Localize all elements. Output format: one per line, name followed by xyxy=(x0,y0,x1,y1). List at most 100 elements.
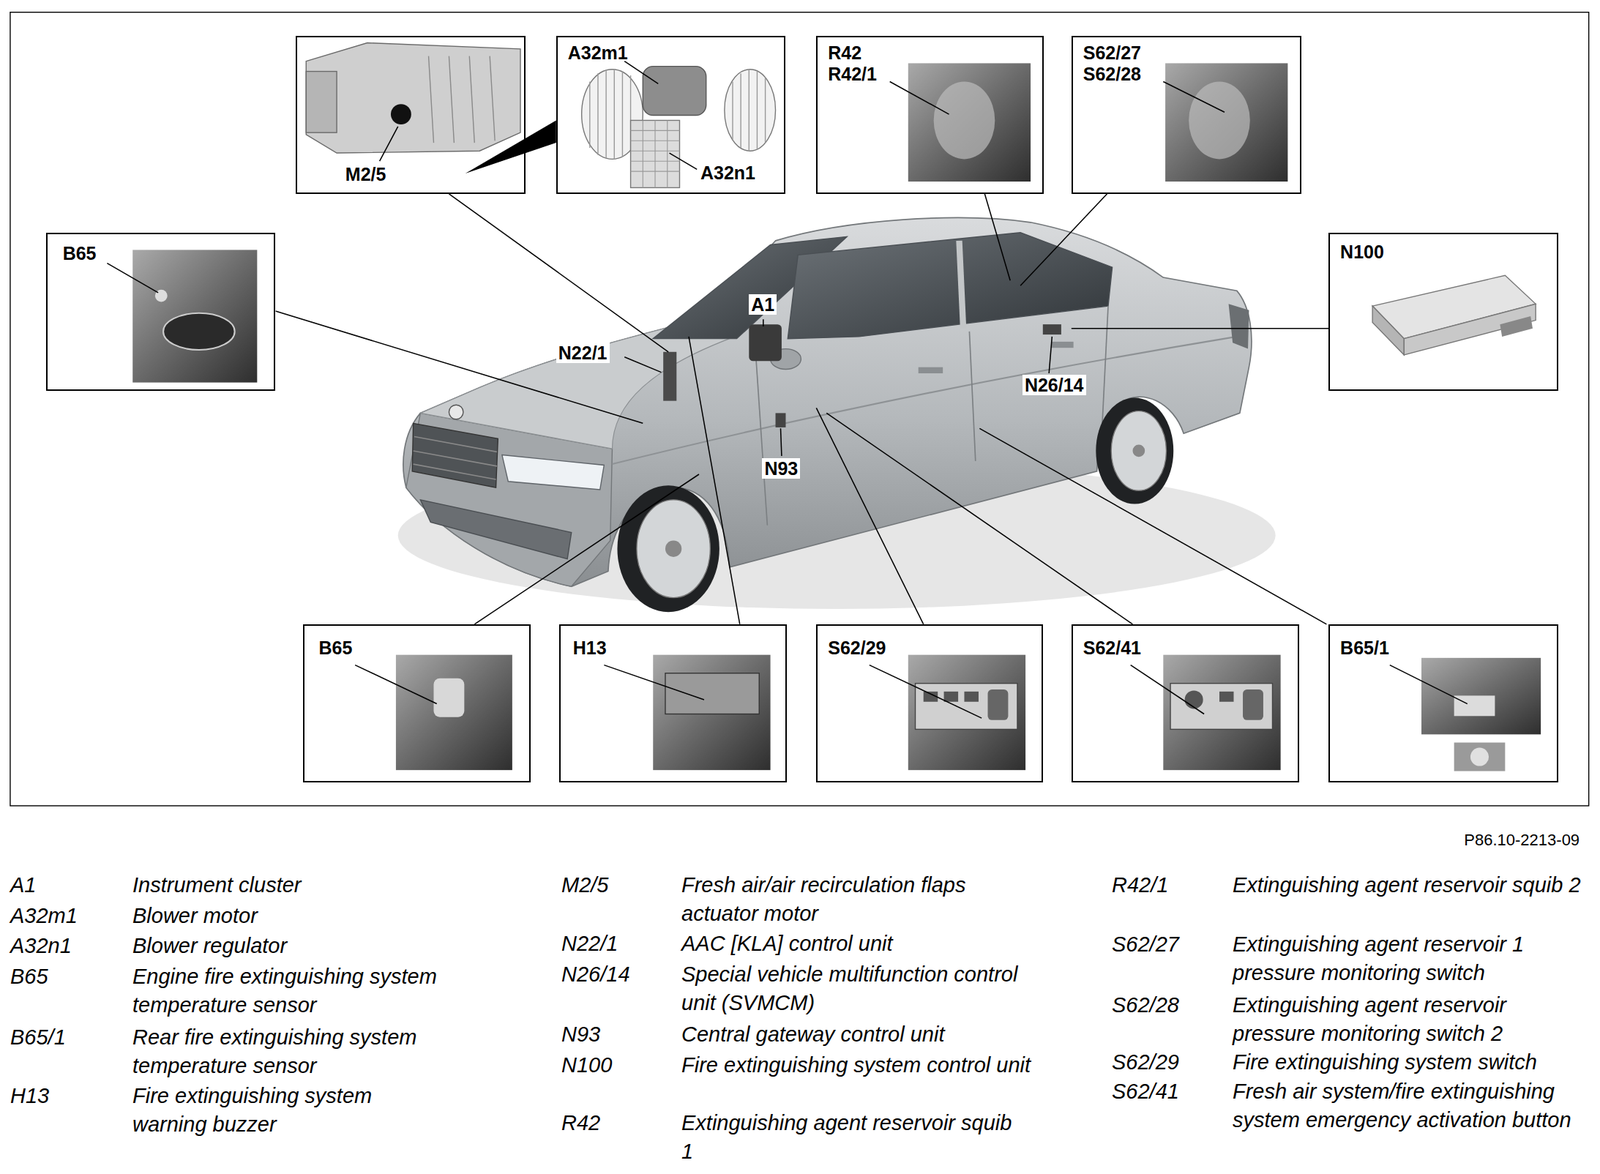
inset-box: S62/27S62/28 xyxy=(1071,35,1302,194)
blower-motor xyxy=(642,66,706,116)
legend-description: Fire extinguishing system switch xyxy=(1232,1048,1592,1077)
callout-label: N26/14 xyxy=(1022,374,1087,396)
callout-label: S62/27 xyxy=(1083,42,1142,64)
fan-blades xyxy=(732,69,766,151)
console-button xyxy=(1242,689,1264,721)
callout-label: S62/28 xyxy=(1083,63,1142,85)
hvac-rib xyxy=(428,56,435,143)
legend-description: Central gateway control unit xyxy=(681,1020,1026,1049)
reservoir-photo xyxy=(1188,81,1251,159)
leader-line xyxy=(624,61,659,85)
leader-line xyxy=(669,152,698,170)
legend-code: M2/5 xyxy=(561,870,609,900)
legend-description: Extinguishing agent reservoir squib 1 xyxy=(681,1108,1026,1166)
zoom-wedge xyxy=(465,120,557,173)
console-button xyxy=(1219,691,1235,702)
leader-line xyxy=(603,665,705,700)
photo xyxy=(1165,62,1288,182)
leader-line xyxy=(780,428,782,456)
photo xyxy=(395,655,513,770)
inset-ground xyxy=(46,232,276,391)
car-side-window xyxy=(787,232,1112,339)
hvac-rib xyxy=(469,56,475,143)
callout-label: R42 xyxy=(827,42,862,64)
callout-label: N93 xyxy=(761,458,800,479)
leader-line xyxy=(1048,336,1052,374)
console-button xyxy=(988,689,1009,721)
grille-bar xyxy=(414,436,497,452)
leader-line xyxy=(1130,665,1205,715)
inset-box: M2/5 xyxy=(295,35,526,194)
figure-number: P86.10-2213-09 xyxy=(1463,830,1580,850)
callout-label: B65/1 xyxy=(1340,637,1390,659)
leader-line xyxy=(688,336,740,625)
inset-ground xyxy=(1328,624,1559,783)
legend-description: Extinguishing agent reservoir 1 pressure… xyxy=(1232,930,1592,988)
leader-line xyxy=(448,193,669,353)
buzzer-photo xyxy=(665,673,760,715)
sensor-photo xyxy=(1454,695,1496,716)
legend-description: Rear fire extinguishing system temperatu… xyxy=(132,1023,499,1081)
legend-description: Blower regulator xyxy=(132,931,499,961)
callout-label: A1 xyxy=(748,294,777,315)
front-tyre xyxy=(617,485,719,612)
leader-line xyxy=(474,474,699,625)
hvac-rib xyxy=(448,56,454,143)
inset-box: S62/29 xyxy=(816,624,1043,783)
legend-code: A32m1 xyxy=(10,901,78,931)
leader-line xyxy=(1020,193,1108,286)
legend-code: S62/41 xyxy=(1111,1077,1180,1106)
callout-label: S62/41 xyxy=(1083,637,1142,659)
callout-label: S62/29 xyxy=(827,637,886,659)
photo xyxy=(908,62,1031,182)
leader-line xyxy=(979,428,1327,625)
grille-bar xyxy=(413,450,497,467)
legend-code: R42/1 xyxy=(1111,870,1169,900)
legend-code: N26/14 xyxy=(561,960,631,989)
front-rim xyxy=(636,499,710,598)
legend-code: S62/28 xyxy=(1111,991,1180,1020)
inset-box: B65 xyxy=(46,232,276,391)
leader-line xyxy=(379,126,399,162)
callout-label: A32m1 xyxy=(567,42,628,64)
car-headlight xyxy=(502,455,604,490)
car-door-line xyxy=(1102,305,1109,429)
callout-label: R42/1 xyxy=(827,63,877,85)
control-unit-part xyxy=(663,352,677,402)
legend-code: N22/1 xyxy=(561,929,618,959)
leader-line xyxy=(826,412,1133,624)
leader-line xyxy=(816,407,923,624)
callout-label: M2/5 xyxy=(345,163,387,186)
hvac-unit xyxy=(305,43,521,154)
cluster-part xyxy=(748,324,782,361)
legend-description: Fire extinguishing system control unit xyxy=(681,1051,1055,1080)
inset-ground xyxy=(559,624,787,783)
photo xyxy=(1163,655,1281,770)
blower-regulator xyxy=(630,120,680,188)
legend-code: H13 xyxy=(10,1081,50,1111)
control-unit-side xyxy=(1372,305,1404,355)
callout-label: B65 xyxy=(319,637,353,659)
photo-detail xyxy=(1454,742,1506,772)
rear-tyre xyxy=(1095,397,1174,504)
gateway-part xyxy=(775,412,787,428)
legend-code: B65/1 xyxy=(10,1023,66,1052)
legend-code: A32n1 xyxy=(10,931,72,961)
leader-line xyxy=(624,357,661,373)
legend-description: Blower motor xyxy=(132,901,499,931)
photo xyxy=(1421,658,1541,735)
grille-bar xyxy=(413,464,497,480)
callout-label: H13 xyxy=(573,637,607,659)
console-panel xyxy=(1170,683,1273,730)
legend-description: Instrument cluster xyxy=(132,870,499,900)
callout-label: B65 xyxy=(62,243,97,265)
hvac-duct xyxy=(305,71,337,134)
legend-description: AAC [KLA] control unit xyxy=(681,929,1026,959)
sensor-photo xyxy=(434,678,465,718)
callout-label: A32n1 xyxy=(700,162,756,184)
legend-description: Fresh air/air recirculation flaps actuat… xyxy=(681,870,1026,929)
leader-line xyxy=(106,263,159,293)
photo xyxy=(908,655,1026,770)
legend-code: S62/27 xyxy=(1111,930,1180,959)
